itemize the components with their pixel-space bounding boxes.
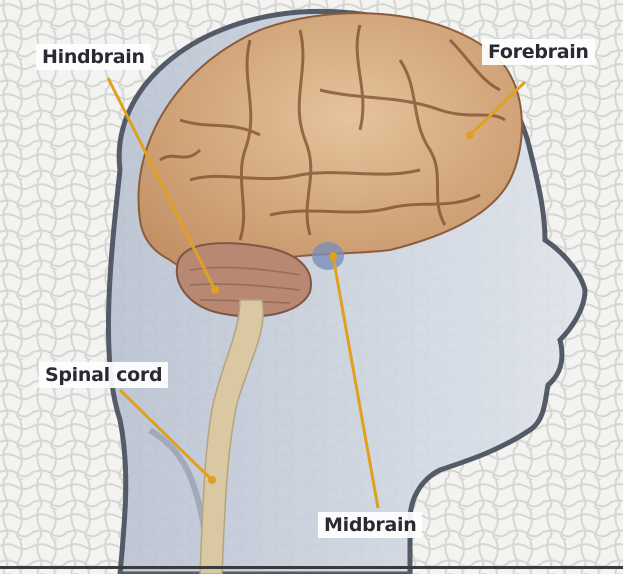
midbrain-region xyxy=(312,242,344,270)
forebrain-label: Forebrain xyxy=(482,39,595,65)
hindbrain-label: Hindbrain xyxy=(36,44,151,70)
spinal-cord-label: Spinal cord xyxy=(39,362,168,388)
midbrain-label: Midbrain xyxy=(318,512,422,538)
bottom-border xyxy=(0,566,623,569)
